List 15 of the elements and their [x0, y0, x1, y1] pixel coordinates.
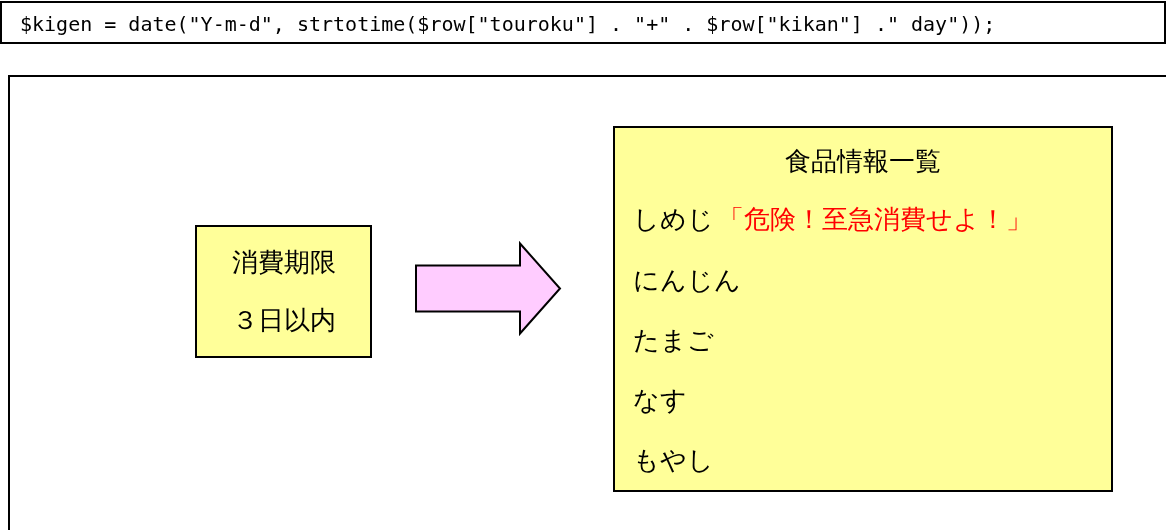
list-item: もやし — [633, 447, 714, 473]
warning-text: 「危険！至急消費せよ！」 — [718, 206, 1032, 232]
box-label: ３日以内 — [232, 307, 336, 333]
frame-box — [8, 75, 1166, 530]
code-box — [0, 1, 1166, 44]
list-item: なす — [633, 387, 687, 413]
list-item: たまご — [633, 327, 714, 353]
list-item: しめじ — [633, 206, 714, 232]
list-box — [613, 126, 1113, 492]
box-label: 消費期限 — [232, 249, 336, 275]
code-line: $kigen = date("Y-m-d", strtotime($row["touroku"] . "+" . $row["kikan"] ." day")); — [20, 14, 996, 34]
list-item: にんじん — [633, 267, 741, 293]
block-arrow — [415, 240, 562, 337]
info-box — [195, 225, 372, 358]
list-title: 食品情報一覧 — [785, 148, 941, 174]
